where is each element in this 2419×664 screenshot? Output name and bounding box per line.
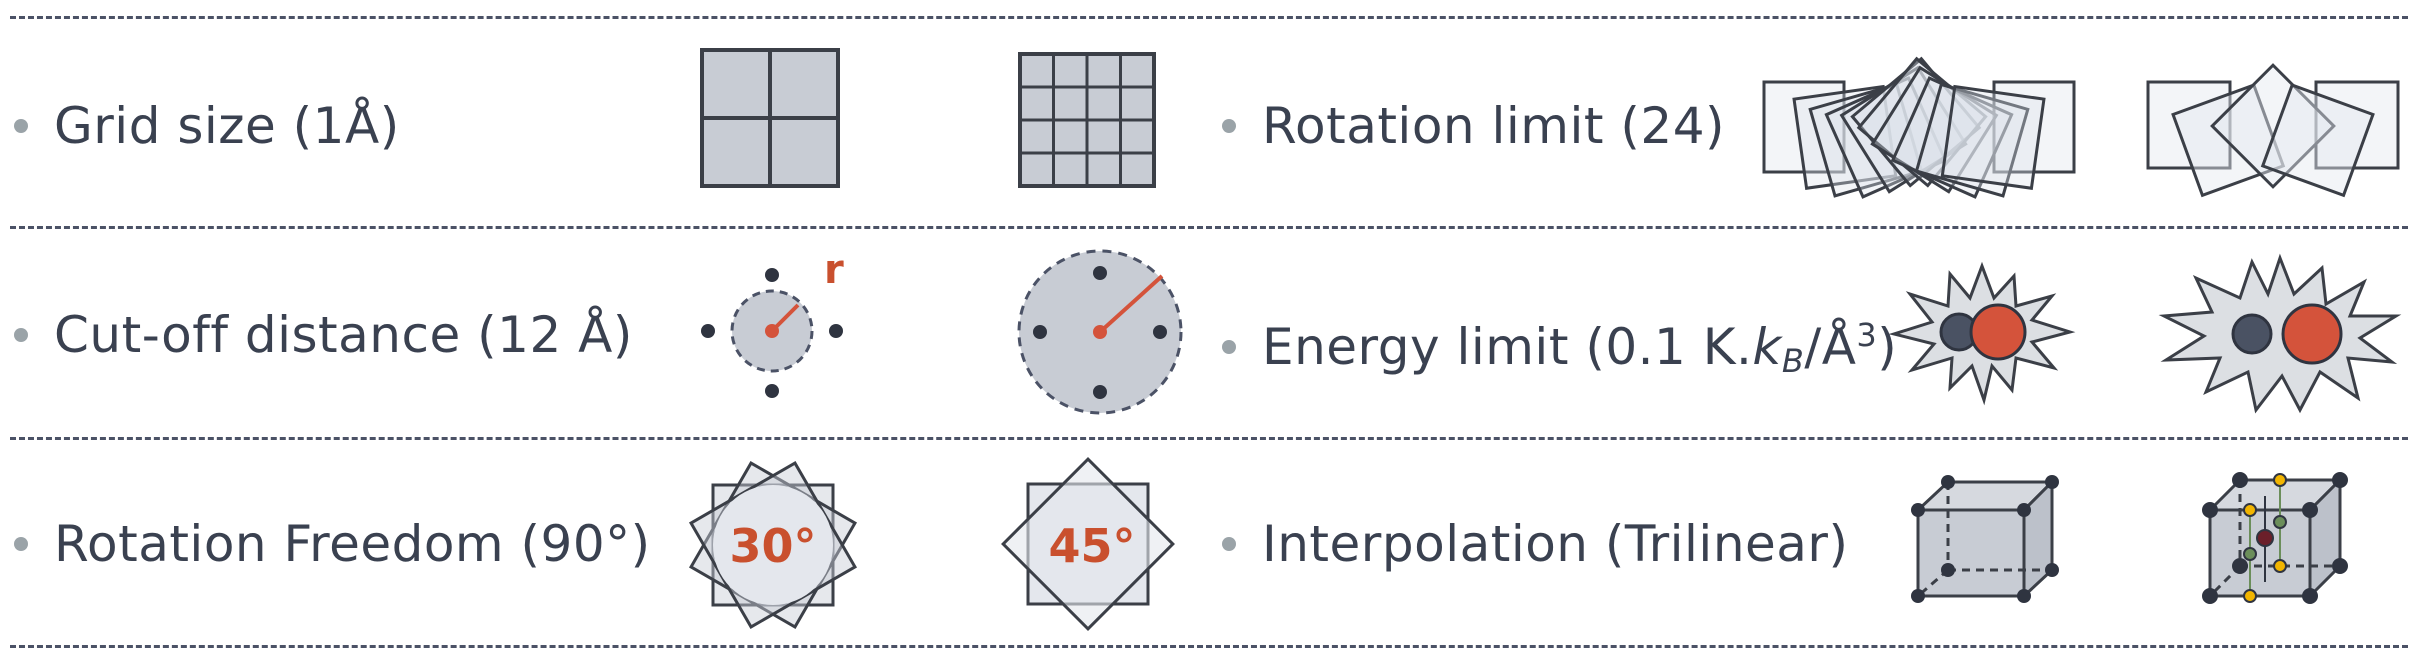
- grid-size-label: Grid size (1Å): [14, 96, 400, 156]
- rotation-freedom-label: Rotation Freedom (90°): [14, 514, 651, 574]
- row-divider-1: [10, 226, 2408, 229]
- rotation-limit-few-icon: [2146, 63, 2400, 198]
- energy-burst-small-icon: [1888, 261, 2076, 406]
- coarse-grid-icon: [700, 48, 840, 188]
- cube-trilinear-icon: [2202, 472, 2348, 604]
- radius-label: r: [824, 247, 844, 293]
- row-divider-2: [10, 437, 2408, 440]
- energy-limit-label: Energy limit (0.1 K.kB/Å3): [1222, 305, 1897, 391]
- rotation-30-icon: 30°: [688, 460, 858, 630]
- large-cutoff-sphere-icon: [1017, 249, 1183, 415]
- rotation-limit-many-icon: [1762, 56, 2076, 199]
- rotation-limit-label: Rotation limit (24): [1222, 96, 1725, 156]
- fine-grid-icon: [1018, 52, 1156, 188]
- row-divider-bottom: [10, 645, 2408, 648]
- row-divider-top: [10, 16, 2408, 19]
- bullet-icon: [1222, 118, 1236, 133]
- rotation-45-icon: 45°: [1001, 457, 1175, 631]
- bullet-icon: [1222, 536, 1236, 551]
- cutoff-distance-label: Cut-off distance (12 Å): [14, 305, 633, 365]
- cube-corners-icon: [1911, 475, 2059, 603]
- small-cutoff-sphere-icon: r: [701, 247, 844, 398]
- bullet-icon: [14, 327, 28, 342]
- angle-30-label: 30°: [729, 519, 816, 573]
- energy-burst-large-icon: [2158, 253, 2402, 414]
- bullet-icon: [14, 118, 28, 133]
- angle-45-label: 45°: [1048, 519, 1135, 573]
- bullet-icon: [1222, 339, 1236, 354]
- interpolation-label: Interpolation (Trilinear): [1222, 514, 1848, 574]
- bullet-icon: [14, 536, 28, 551]
